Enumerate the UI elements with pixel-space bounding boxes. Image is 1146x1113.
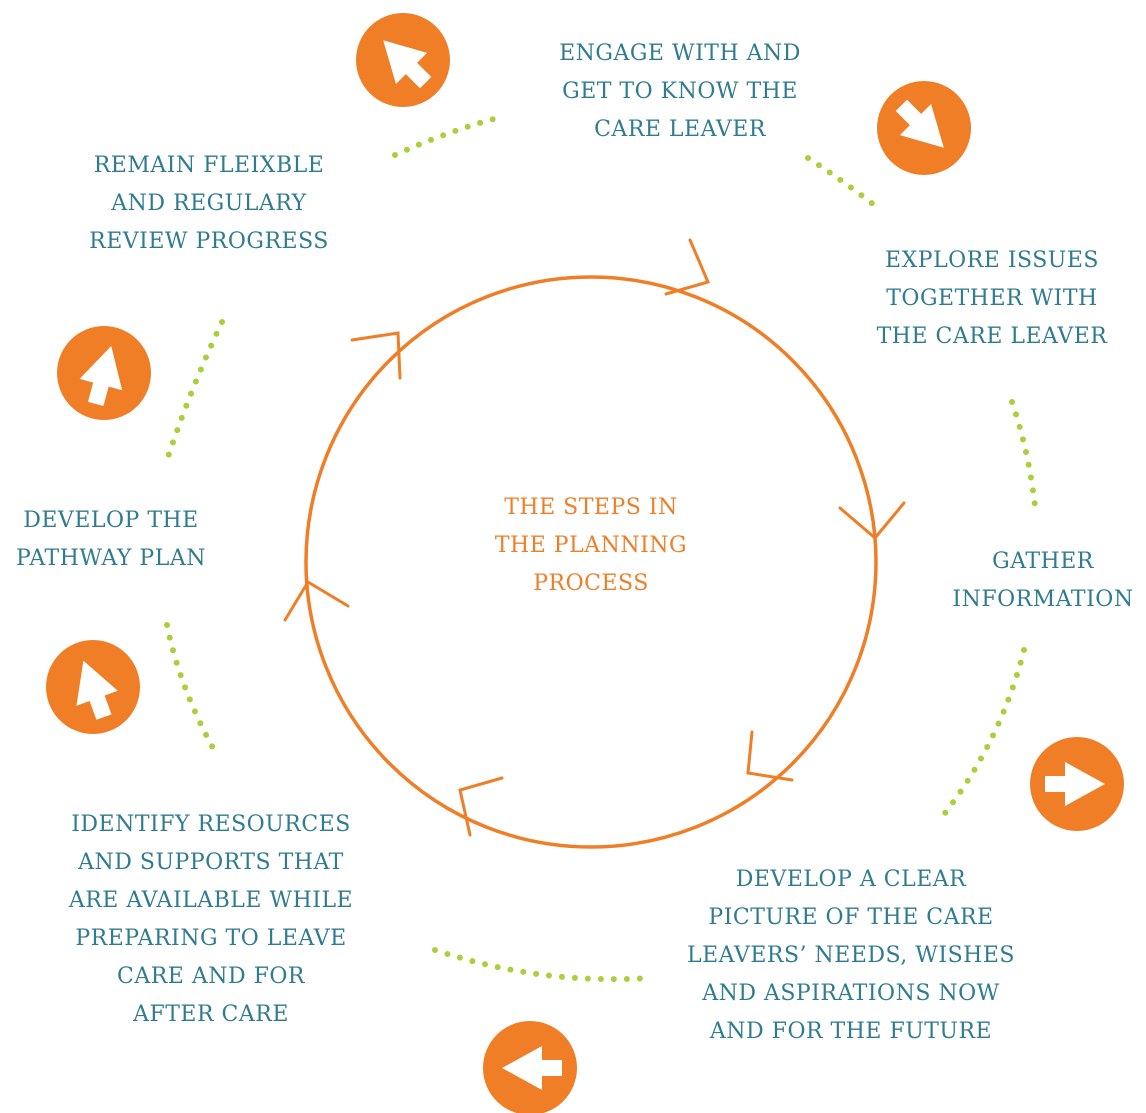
center-label-line: THE PLANNING (494, 533, 688, 558)
step-line: TOGETHER WITH (886, 286, 1098, 311)
dotted-connector (432, 947, 651, 983)
ring-arrowhead (458, 776, 504, 837)
step-line: THE CARE LEAVER (876, 324, 1108, 349)
dotted-connector (164, 622, 221, 760)
arrow-icons (46, 13, 1124, 1113)
step-line: AND REGULARY (111, 191, 307, 216)
arrow-icon (483, 1021, 577, 1113)
step-line: DEVELOP THE (23, 508, 199, 533)
cycle-ring (304, 275, 878, 849)
step-line: PICTURE OF THE CARE (708, 905, 994, 930)
step-line: GET TO KNOW THE (562, 79, 798, 104)
dotted-connector (805, 155, 881, 211)
step-line: PATHWAY PLAN (16, 546, 206, 571)
step-line: AND SUPPORTS THAT (78, 850, 344, 875)
step-engage: ENGAGE WITH AND GET TO KNOW THE CARE LEA… (540, 35, 820, 149)
ring-arrowhead (746, 730, 794, 782)
step-line: AFTER CARE (133, 1002, 289, 1027)
step-develop-plan: DEVELOP THE PATHWAY PLAN (0, 502, 222, 578)
step-line: ENGAGE WITH AND (559, 41, 801, 66)
ring-arrowhead (283, 579, 350, 622)
step-line: CARE AND FOR (117, 964, 305, 989)
dotted-connector (935, 647, 1027, 825)
dotted-connector (164, 319, 225, 463)
arrow-icon (1030, 737, 1124, 831)
ring-arrowhead (838, 501, 906, 541)
step-line: GATHER (992, 549, 1094, 574)
step-line: CARE LEAVER (594, 117, 766, 142)
arrow-icon (46, 640, 140, 734)
dotted-connector (1009, 399, 1039, 518)
step-review: REMAIN FLEIXBLE AND REGULARY REVIEW PROG… (78, 147, 340, 261)
step-line: ARE AVAILABLE WHILE (68, 888, 354, 913)
arrow-icon (356, 13, 450, 107)
step-line: EXPLORE ISSUES (885, 248, 1099, 273)
step-line: INFORMATION (952, 587, 1134, 612)
step-line: DEVELOP A CLEAR (735, 867, 967, 892)
center-label-line: THE STEPS IN (504, 495, 678, 520)
step-line: AND ASPIRATIONS NOW (702, 981, 1000, 1006)
step-line: PREPARING TO LEAVE (75, 926, 347, 951)
step-explore: EXPLORE ISSUES TOGETHER WITH THE CARE LE… (862, 242, 1122, 356)
step-gather: GATHER INFORMATION (940, 543, 1146, 619)
ring-arrowhead (664, 238, 711, 296)
step-line: LEAVERS’ NEEDS, WISHES (686, 943, 1015, 968)
step-line: IDENTIFY RESOURCES (71, 812, 351, 837)
dotted-connectors (164, 113, 1039, 983)
step-identify-resources: IDENTIFY RESOURCES AND SUPPORTS THAT ARE… (55, 806, 367, 1034)
step-line: REMAIN FLEIXBLE (93, 153, 325, 178)
arrow-icon (57, 326, 151, 420)
center-label-line: PROCESS (533, 571, 649, 596)
arrow-icon (877, 81, 971, 175)
step-clear-picture: DEVELOP A CLEAR PICTURE OF THE CARE LEAV… (670, 861, 1032, 1051)
center-label: THE STEPS IN THE PLANNING PROCESS (490, 489, 692, 603)
ring-arrowhead (350, 331, 402, 380)
ring-arrowheads (283, 238, 906, 837)
step-line: AND FOR THE FUTURE (709, 1019, 993, 1044)
dotted-connector (392, 113, 508, 158)
step-line: REVIEW PROGRESS (89, 229, 329, 254)
